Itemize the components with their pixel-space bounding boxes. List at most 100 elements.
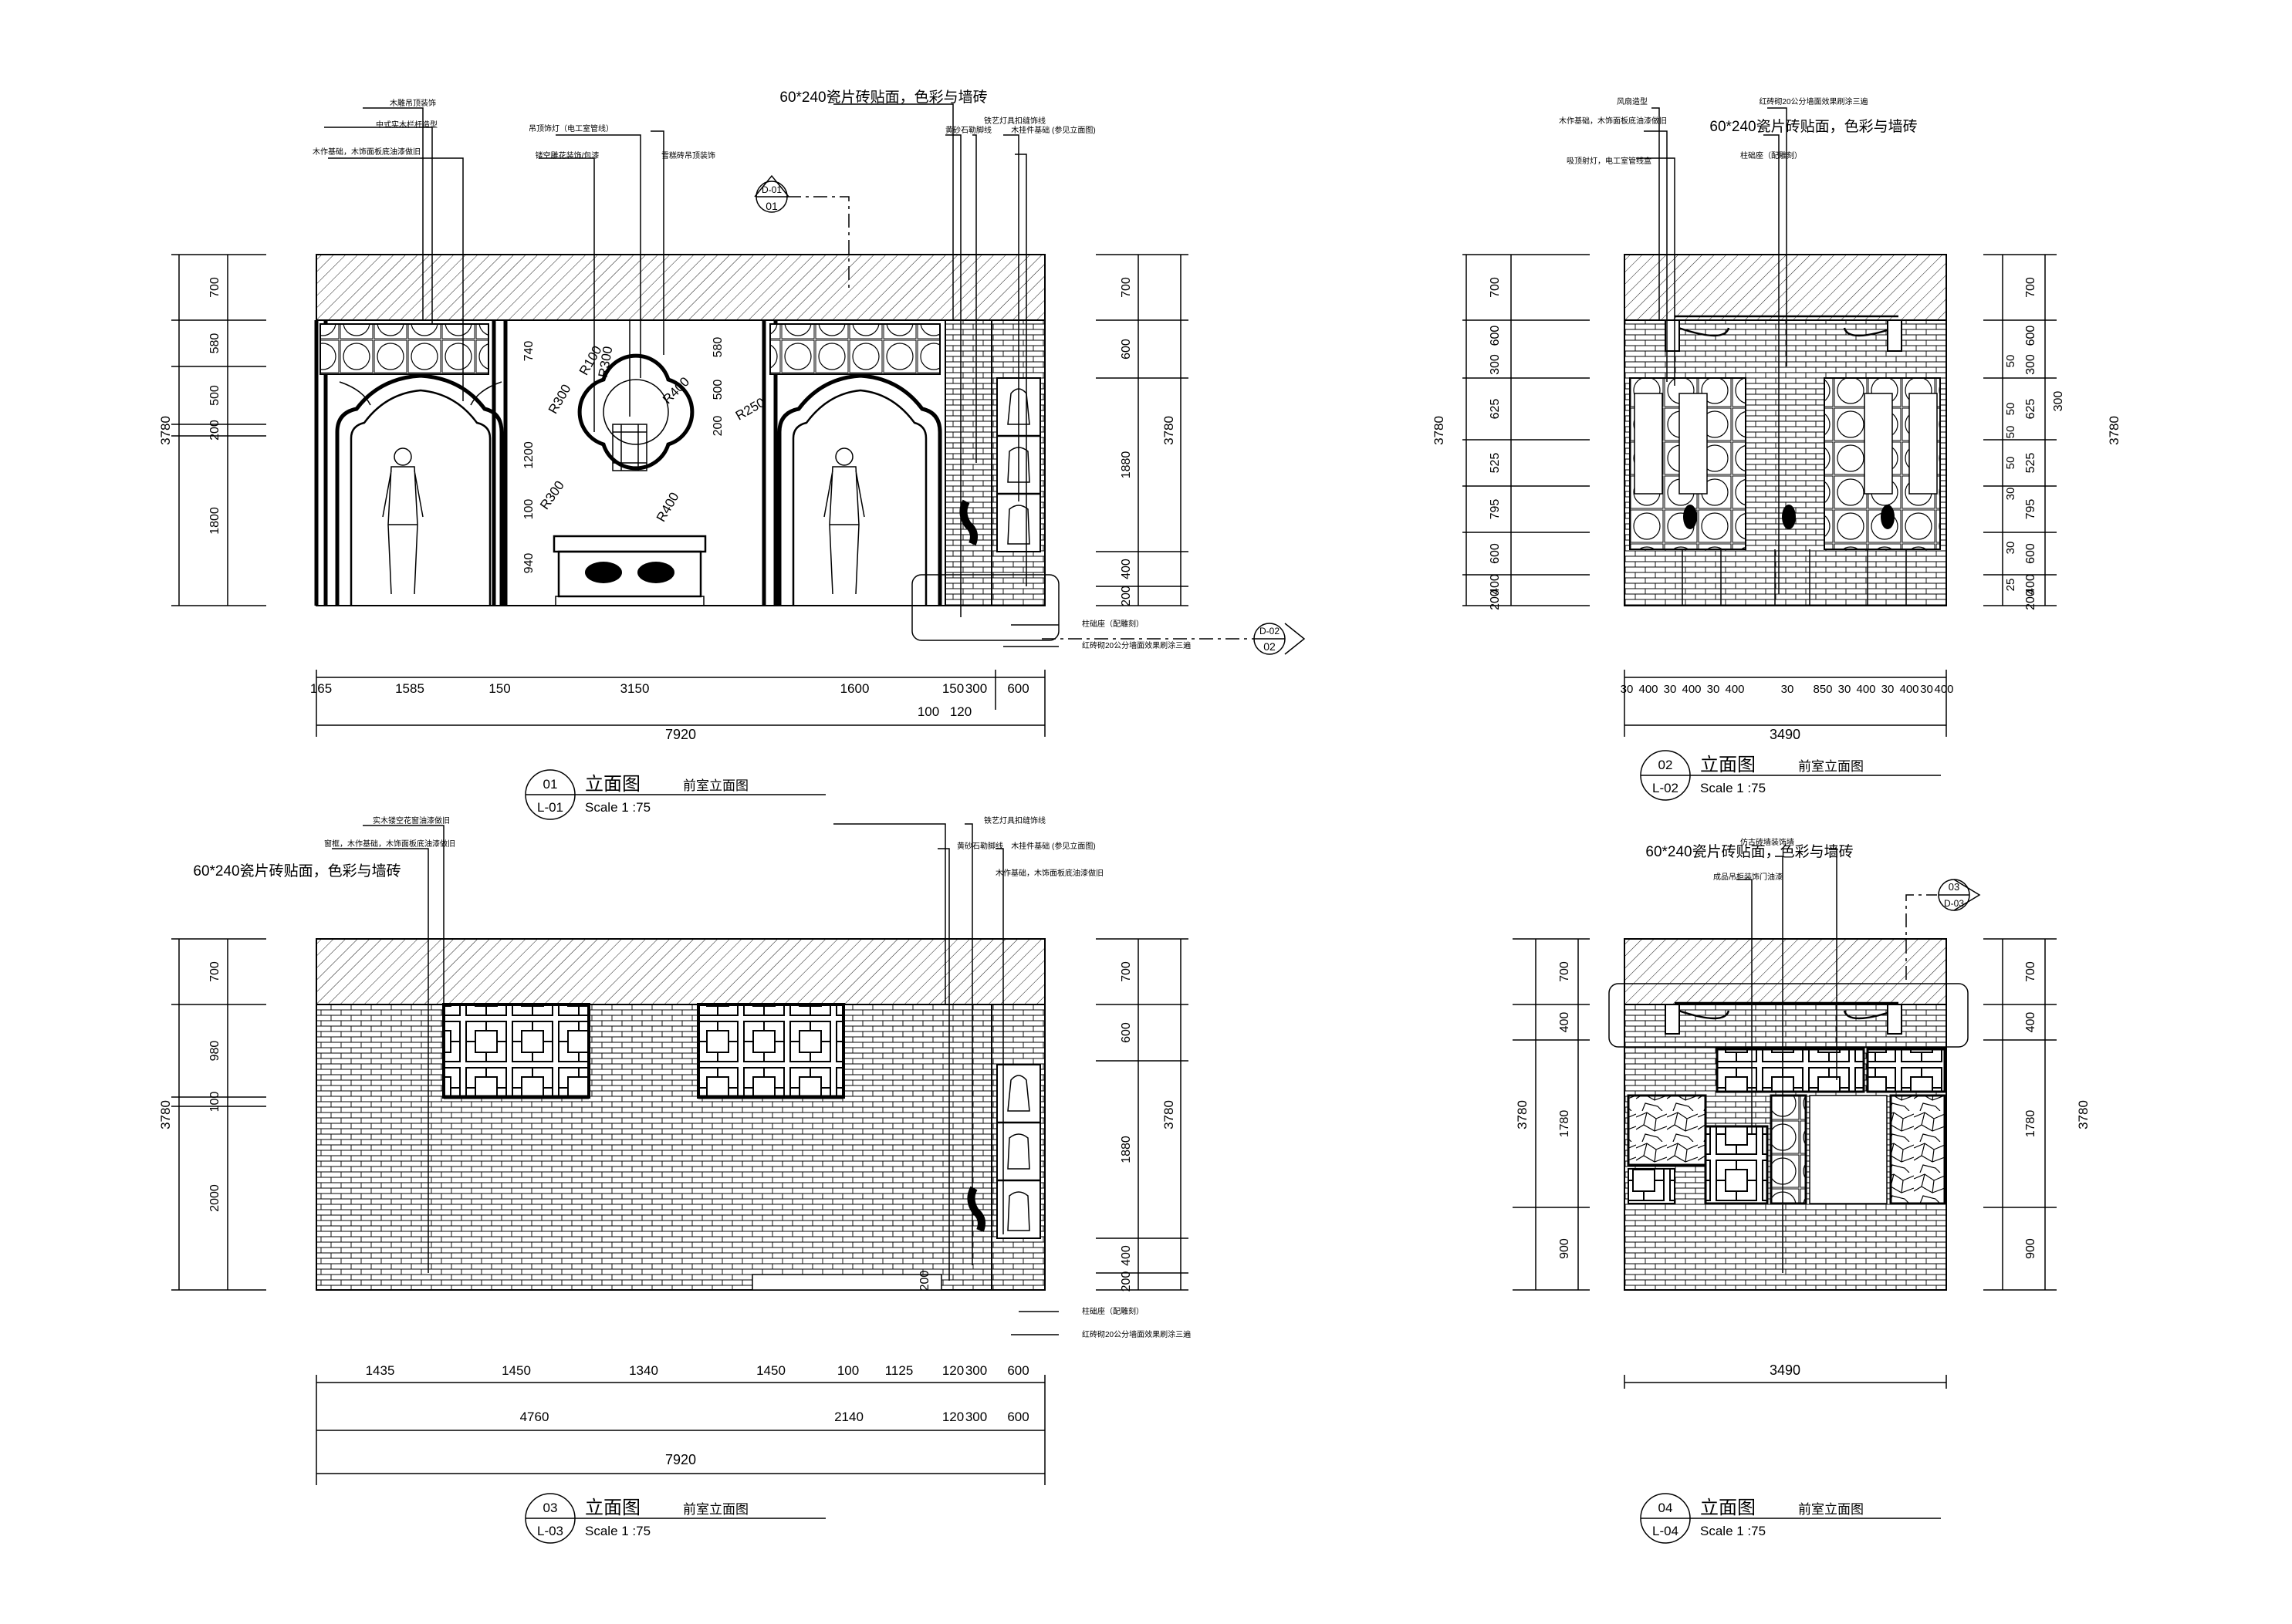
right-dimension: 700 — [2024, 961, 2037, 982]
left-total-dimension: 3780 — [158, 416, 173, 445]
left-total-dimension: 3780 — [1515, 1100, 1530, 1129]
bottom-dimension: 300 — [965, 681, 987, 696]
callout-label: 03 — [1949, 881, 1959, 893]
bottom-dimension: 600 — [1007, 1410, 1029, 1424]
view-subtitle: 前室立面图 — [1798, 759, 1864, 774]
bottom-dimension: 120 — [942, 1410, 964, 1424]
bottom-dimension: 1585 — [395, 681, 424, 696]
right-small-dimension: 30 — [2004, 488, 2017, 501]
annotation-note: 60*240瓷片砖贴面，色彩与墙砖 — [1645, 843, 1853, 860]
bottom-dimension: 400 — [1682, 683, 1701, 696]
right-dimension: 200 — [1120, 586, 1133, 606]
radius-label: R400 — [660, 374, 692, 407]
inner-dimension: 100 — [522, 499, 536, 520]
bottom-dimension: 100 — [837, 1363, 859, 1378]
radius-label: R400 — [654, 490, 682, 525]
annotation-note: 铁艺灯具扣缝饰线 — [984, 815, 1046, 826]
bottom-dimension: 30 — [1664, 683, 1677, 696]
bottom-dimension: 1125 — [885, 1363, 914, 1378]
right-small-dimension: 50 — [2004, 355, 2017, 368]
bottom-dimension: 850 — [1813, 683, 1832, 696]
bottom-dimension: 2140 — [834, 1410, 864, 1424]
bottom-total-dimension: 7920 — [665, 727, 696, 742]
bottom-dimension: 400 — [1934, 683, 1953, 696]
right-dimension: 700 — [1120, 961, 1133, 982]
inner-dimension: 580 — [712, 337, 725, 358]
bottom-dimension: 30 — [1781, 683, 1794, 696]
right-extra-dimension: 300 — [2052, 391, 2065, 412]
annotation-note: 成品吊柜装饰门油漆 — [1713, 872, 1783, 882]
bottom-dimension: 1340 — [629, 1363, 658, 1378]
right-dimension: 1780 — [2024, 1110, 2037, 1138]
right-dimension: 600 — [1120, 1022, 1133, 1043]
bottom-dimension: 600 — [1007, 681, 1029, 696]
annotation-note: 木挂件基础 (参见立面图) — [1011, 125, 1095, 135]
right-dimension: 1880 — [1120, 451, 1133, 479]
elevation-04 — [1513, 848, 2057, 1389]
bottom-dimension: 100 — [918, 704, 939, 719]
bottom-dimension: 150 — [942, 681, 964, 696]
annotation-note: 雪糕砖吊顶装饰 — [661, 150, 715, 160]
annotation-note: 红砖砌20公分墙面效果刷涂三遍 — [1082, 1329, 1191, 1339]
view-scale: Scale 1 :75 — [585, 1524, 651, 1538]
callout-label: 01 — [766, 200, 778, 212]
bottom-dimension: 30 — [1920, 683, 1933, 696]
sheet-number: L-04 — [1652, 1524, 1678, 1538]
annotation-note: 60*240瓷片砖贴面，色彩与墙砖 — [193, 863, 401, 880]
left-dimension: 2000 — [208, 1184, 221, 1212]
left-dimension: 600 — [1489, 326, 1502, 346]
radius-label: R300 — [546, 382, 574, 417]
annotation-note: 柱础座（配雕刻） — [1082, 1306, 1144, 1316]
bottom-dimension: 400 — [1856, 683, 1875, 696]
annotation-note: 吸顶射灯，电工室管线盒 — [1567, 156, 1651, 166]
view-number: 02 — [1658, 758, 1673, 772]
left-dimension: 980 — [208, 1041, 221, 1062]
bottom-dimension: 165 — [310, 681, 332, 696]
left-dimension: 600 — [1489, 543, 1502, 564]
left-dimension: 700 — [208, 277, 221, 298]
annotation-note: 中式实木栏杆造型 — [376, 120, 438, 130]
annotation-note: 吊顶饰灯（电工室管线） — [529, 123, 614, 133]
right-dimension: 600 — [2024, 543, 2037, 564]
annotation-note: 柱础座（配雕刻） — [1082, 619, 1144, 629]
drawing-labels: 7005805002001800378070060018804002003780… — [158, 89, 2121, 1538]
left-dimension: 300 — [1489, 354, 1502, 375]
bottom-dimension: 30 — [1881, 683, 1895, 696]
left-dimension: 900 — [1558, 1238, 1571, 1259]
right-dimension: 795 — [2024, 499, 2037, 520]
annotation-note: 风扇造型 — [1617, 96, 1648, 106]
bottom-total-dimension: 3490 — [1770, 1362, 1800, 1378]
right-small-dimension: 50 — [2004, 457, 2017, 470]
left-dimension: 200 — [1489, 589, 1502, 610]
right-total-dimension: 3780 — [2076, 1100, 2091, 1129]
right-dimension: 200 — [2024, 589, 2037, 610]
bottom-dimension: 120 — [942, 1363, 964, 1378]
right-dimension: 700 — [1120, 277, 1133, 298]
bottom-dimension: 120 — [950, 704, 972, 719]
bottom-dimension: 400 — [1638, 683, 1658, 696]
bottom-dimension: 400 — [1899, 683, 1918, 696]
title-blocks — [525, 750, 1941, 1544]
inner-dimension: 740 — [522, 341, 536, 362]
right-dimension: 200 — [1120, 1271, 1133, 1292]
view-title: 立面图 — [1700, 1497, 1756, 1518]
left-dimension: 400 — [1489, 574, 1502, 595]
annotation-note: 仿古砖墙装饰墙 — [1740, 837, 1794, 847]
right-total-dimension: 3780 — [1161, 1100, 1176, 1129]
right-dimension: 900 — [2024, 1238, 2037, 1259]
view-title: 立面图 — [585, 774, 641, 795]
bottom-dimension: 1435 — [366, 1363, 395, 1378]
left-total-dimension: 3780 — [158, 1100, 173, 1129]
left-dimension: 795 — [1489, 499, 1502, 520]
right-dimension: 400 — [2024, 574, 2037, 595]
bottom-dimension: 30 — [1838, 683, 1851, 696]
left-dimension: 580 — [208, 333, 221, 354]
view-subtitle: 前室立面图 — [683, 778, 749, 793]
left-total-dimension: 3780 — [1432, 416, 1446, 445]
callout-label: D-03 — [1944, 898, 1964, 909]
callout-label: D-01 — [762, 184, 782, 195]
right-dimension: 400 — [2024, 1012, 2037, 1033]
view-number: 04 — [1658, 1501, 1673, 1515]
bottom-dimension: 30 — [1707, 683, 1720, 696]
